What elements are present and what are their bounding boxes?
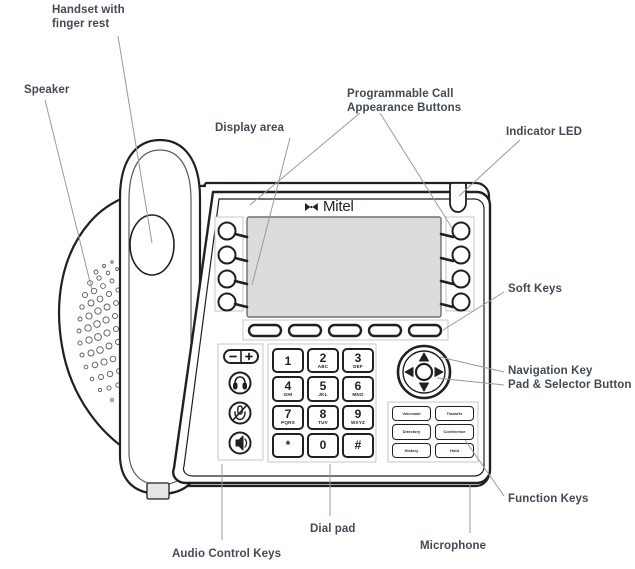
callout-programmable-call-appearance-buttons: Programmable Call Appearance Buttons: [347, 88, 462, 114]
function-key-voicemail[interactable]: Voicemail: [392, 406, 431, 422]
dial-key-letters: JKL: [318, 392, 328, 398]
dial-key-digit: #: [354, 438, 362, 453]
callout-microphone: Microphone: [420, 540, 487, 552]
dial-key-1[interactable]: 1: [272, 348, 304, 374]
dial-key-digit: 2: [319, 350, 327, 365]
dial-key-digit: *: [285, 438, 291, 453]
mitel-logo: Mitel: [304, 198, 354, 215]
leader-nav-a: [439, 356, 505, 373]
dial-key-digit: 7: [284, 407, 292, 422]
dial-key-digit: 0: [319, 438, 327, 453]
dial-key-digit: 5: [319, 379, 327, 394]
callout-display-area: Display area: [215, 122, 284, 134]
dial-key-letters: GHI: [283, 392, 293, 398]
dial-key-pound[interactable]: #: [342, 432, 374, 458]
callout-navigation-key-pad-and-selector-button: Navigation Key Pad & Selector Button: [508, 365, 632, 391]
dial-key-digit: 9: [354, 407, 362, 422]
callout-soft-keys: Soft Keys: [508, 283, 562, 295]
function-key-history[interactable]: History: [392, 442, 431, 458]
leader-nav-b: [436, 377, 505, 386]
leader-functionkeys: [464, 439, 505, 497]
function-key-directory[interactable]: Directory: [392, 424, 431, 440]
callout-speaker: Speaker: [24, 84, 70, 96]
callout-audio-control-keys: Audio Control Keys: [172, 548, 282, 560]
dial-key-letters: PQRS: [281, 420, 295, 426]
brand-name: Mitel: [323, 198, 354, 215]
callout-handset-with-finger-rest: Handset with finger rest: [52, 4, 125, 30]
leader-prog-right: [379, 112, 453, 229]
leader-speaker: [44, 99, 93, 291]
leader-softkeys: [442, 291, 505, 331]
leader-prog-left: [249, 112, 361, 206]
function-key-conference[interactable]: Conference: [435, 424, 474, 440]
dial-key-letters: ABC: [317, 363, 329, 369]
callout-indicator-led: Indicator LED: [506, 126, 583, 138]
mitel-bowtie-logo-icon: [305, 202, 318, 211]
leader-handset: [117, 35, 153, 244]
function-keys-group[interactable]: Voicemail Transfer Directory Conference …: [392, 406, 474, 458]
dial-key-0[interactable]: 0: [307, 432, 339, 458]
callout-function-keys: Function Keys: [508, 493, 589, 505]
function-key-hold[interactable]: Hold: [435, 442, 474, 458]
dial-key-letters: WXYZ: [350, 420, 366, 426]
dial-key-letters: DEF: [353, 363, 363, 369]
dial-key-digit: 1: [284, 353, 292, 368]
dial-key-digit: 4: [284, 379, 292, 394]
dial-key-letters: MNO: [352, 392, 364, 398]
dial-key-digit: 8: [319, 407, 327, 422]
function-key-transfer[interactable]: Transfer: [435, 406, 474, 422]
callout-dial-pad: Dial pad: [310, 523, 356, 535]
leader-led: [458, 139, 521, 197]
dial-key-digit: 6: [354, 379, 362, 394]
dial-key-digit: 3: [354, 350, 362, 365]
dial-key-star[interactable]: *: [272, 432, 304, 458]
leader-display: [251, 137, 291, 286]
dial-key-letters: TUV: [318, 420, 328, 426]
